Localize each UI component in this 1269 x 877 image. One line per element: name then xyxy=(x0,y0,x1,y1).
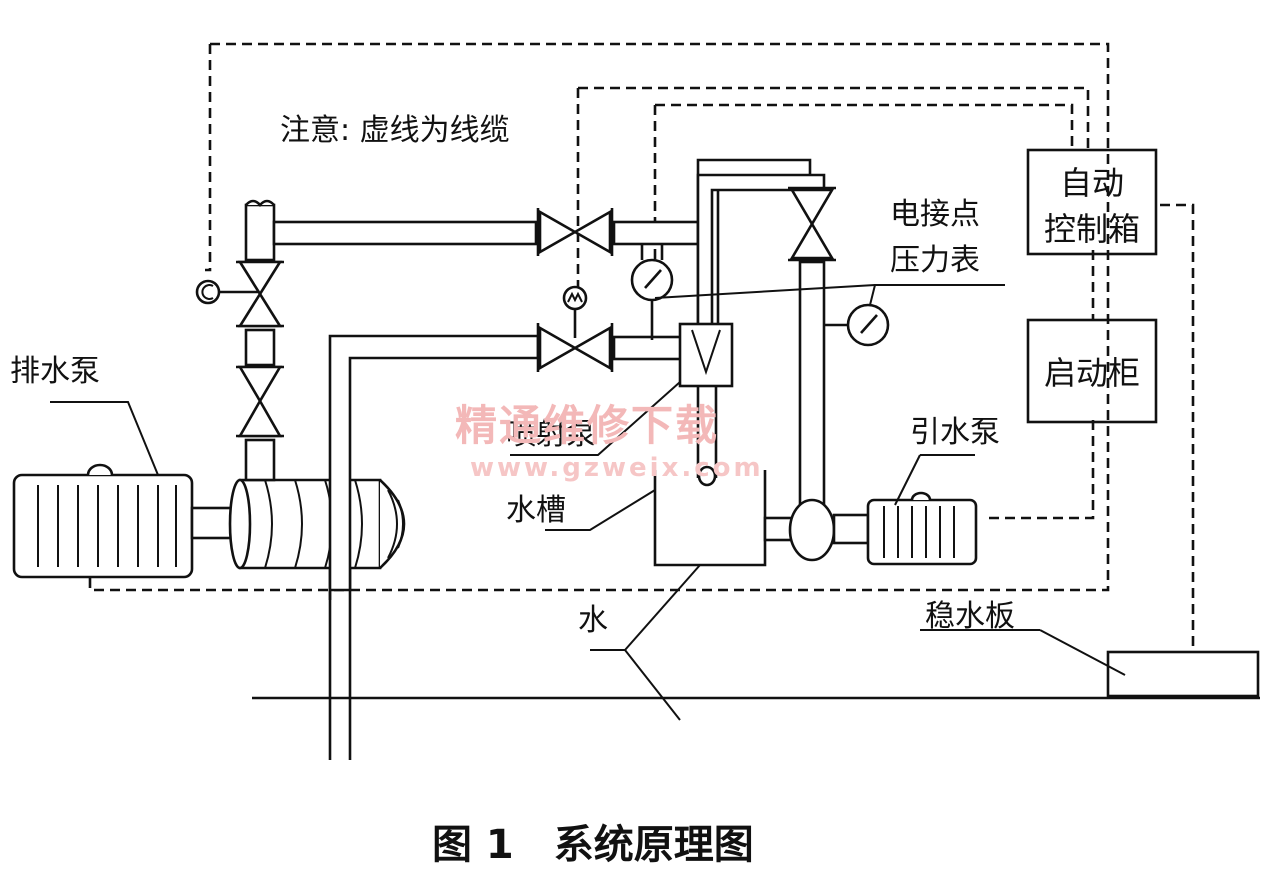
priming-pressure-gauge-icon xyxy=(824,303,890,347)
auto-control-label-2: 控制箱 xyxy=(1044,210,1140,248)
stabilizer-plate-label: 稳水板 xyxy=(925,599,1015,634)
drain-gate-valve-icon xyxy=(236,365,284,438)
pressure-gauge-label-2: 压力表 xyxy=(890,243,980,278)
contact-pressure-gauge-icon xyxy=(630,244,674,340)
auto-control-label-1: 自动 xyxy=(1060,164,1124,202)
drain-check-valve-icon xyxy=(236,260,284,328)
pressure-gauge-label-1: 电接点 xyxy=(890,197,980,232)
auto-control-box: 自动 控制箱 xyxy=(1026,148,1158,256)
jet-pump xyxy=(678,322,734,487)
cable-note: 注意: 虚线为线缆 xyxy=(280,113,510,148)
priming-pump xyxy=(763,491,978,566)
drain-discharge-pipe xyxy=(244,199,538,482)
water-tank-label: 水槽 xyxy=(506,493,566,528)
drain-pump-label: 排水泵 xyxy=(10,354,100,389)
figure-caption: 图 1 系统原理图 xyxy=(432,822,754,868)
upper-valve-icon xyxy=(536,208,700,256)
priming-pump-label: 引水泵 xyxy=(910,415,1000,450)
solenoid-indicator-icon xyxy=(562,285,588,338)
watermark-url: www.gzweix.com xyxy=(470,453,764,483)
starter-cabinet-label: 启动柜 xyxy=(1044,354,1140,392)
vacuum-gauge-icon xyxy=(195,279,258,305)
cable-lines xyxy=(88,42,1195,652)
watermark-text: 精通维修下载 xyxy=(455,401,719,450)
drain-pump-motor xyxy=(12,463,236,579)
ground-and-suction xyxy=(252,560,1260,760)
starter-cabinet-box: 启动柜 xyxy=(1026,318,1158,424)
water-label: 水 xyxy=(578,603,608,638)
lower-valve-icon xyxy=(536,323,684,372)
jet-pump-label: 喷射泵 xyxy=(506,417,596,452)
stabilizer-plate xyxy=(1106,650,1260,698)
priming-valve-icon xyxy=(788,186,836,262)
leader-lines xyxy=(50,284,1126,721)
drain-pump-body xyxy=(228,478,406,570)
